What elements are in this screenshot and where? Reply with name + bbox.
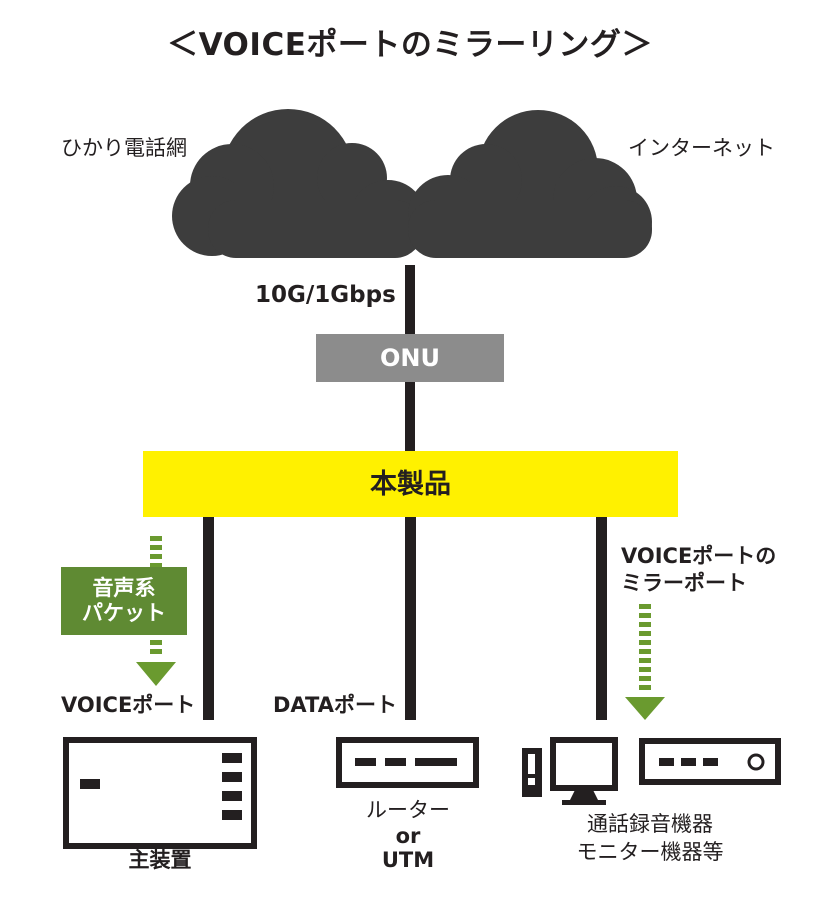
- packet-label-line2: パケット: [82, 601, 166, 625]
- diagram-title: ＜VOICEポートのミラーリング＞: [167, 27, 653, 63]
- router-label-line1: ルーター: [366, 798, 450, 822]
- cloud-internet: [408, 110, 652, 258]
- router-label-line3: UTM: [381, 848, 435, 872]
- onu-box: [316, 334, 504, 382]
- internet-label: インターネット: [628, 136, 775, 160]
- packet-label: 音声系 パケット: [61, 567, 187, 635]
- uplink-line-upper: [405, 265, 415, 337]
- recorder-label-line2: モニター機器等: [576, 840, 724, 864]
- recorder-label-line1: 通話録音機器: [587, 812, 713, 836]
- data-port-line: [405, 517, 416, 720]
- cloud-hikari-network: [172, 109, 426, 258]
- main-unit-label: 主装置: [128, 848, 192, 872]
- router-label-line2: or: [395, 824, 421, 848]
- router-device-icon: [336, 737, 479, 788]
- recorder-device-icon: [639, 738, 781, 785]
- onu-label: ONU: [380, 344, 440, 372]
- voice-port-line: [203, 517, 214, 720]
- product-bar: [143, 451, 678, 517]
- mirror-label-line1: VOICEポートの: [621, 544, 777, 568]
- voice-port-label: VOICEポート: [61, 693, 196, 717]
- speed-label: 10G/1Gbps: [255, 282, 396, 308]
- product-label: 本製品: [370, 468, 451, 500]
- packet-box: [61, 567, 187, 635]
- pc-monitor-icon: [550, 737, 618, 805]
- mirror-flow-arrow: [625, 604, 665, 720]
- uplink-line-lower: [405, 380, 415, 452]
- hikari-network-label: ひかり電話網: [61, 136, 187, 160]
- main-unit-device-icon: [63, 737, 257, 849]
- mirror-label-line2: ミラーポート: [621, 571, 747, 595]
- pc-tower-icon: [522, 748, 542, 797]
- mirror-port-line: [596, 517, 607, 720]
- data-port-label: DATAポート: [273, 693, 398, 717]
- packet-flow-arrow: [136, 536, 176, 686]
- packet-label-line1: 音声系: [92, 575, 156, 600]
